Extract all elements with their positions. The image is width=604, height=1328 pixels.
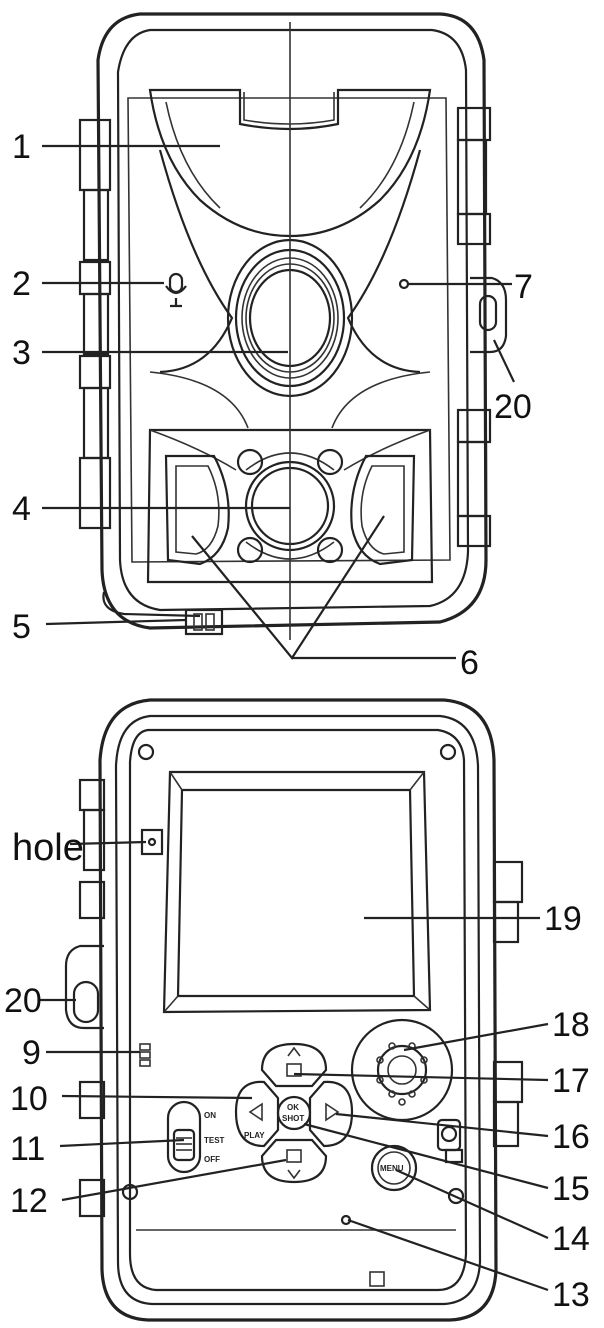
menu-button-label: MENU <box>380 1164 404 1173</box>
switch-off-label: OFF <box>204 1155 220 1164</box>
shot-label: SHOT <box>282 1114 304 1123</box>
callout-4: 4 <box>12 490 31 528</box>
callout-17: 17 <box>552 1062 590 1100</box>
callout-5: 5 <box>12 608 31 646</box>
callout-20-back: 20 <box>4 982 42 1020</box>
callout-2: 2 <box>12 265 31 303</box>
callout-18: 18 <box>552 1006 590 1044</box>
callout-14: 14 <box>552 1220 590 1258</box>
back-right-strap <box>492 860 524 1148</box>
callout-12: 12 <box>10 1182 48 1220</box>
callout-11: 11 <box>10 1130 45 1168</box>
screw-bottom-left <box>121 1183 139 1201</box>
play-label: PLAY <box>244 1131 265 1140</box>
callout-13: 13 <box>552 1276 590 1314</box>
callout-15: 15 <box>552 1170 590 1208</box>
front-left-strap <box>78 118 112 530</box>
power-switch[interactable]: ON TEST OFF <box>166 1100 225 1174</box>
callout-hole: hole <box>12 827 84 869</box>
callout-19: 19 <box>544 900 582 938</box>
dpad-up-button[interactable] <box>260 1042 328 1088</box>
lcd-screen <box>162 770 432 1014</box>
callout-9: 9 <box>22 1034 41 1072</box>
battery-indicator <box>139 1043 151 1067</box>
back-housing-outer <box>98 698 498 1322</box>
navigation-dpad: PLAY OK SHOT <box>234 1042 354 1184</box>
ok-label: OK <box>287 1103 299 1112</box>
usb-port <box>436 1118 464 1164</box>
screw-bottom-right <box>447 1187 465 1205</box>
dpad-down-button[interactable] <box>260 1138 328 1184</box>
front-lock-loop <box>470 276 508 354</box>
callout-1: 1 <box>12 128 31 166</box>
back-lock-loop <box>64 944 104 1030</box>
menu-button[interactable]: MENU <box>370 1144 418 1192</box>
ir-lamp-left <box>164 454 230 566</box>
light-sensor <box>398 278 410 290</box>
lock-hole <box>72 980 100 1024</box>
front-right-strap <box>456 106 492 548</box>
ok-shot-button[interactable] <box>276 1095 312 1131</box>
switch-on-label: ON <box>204 1111 216 1120</box>
callout-6: 6 <box>460 644 479 682</box>
front-view: 1 2 3 4 5 6 7 20 <box>12 12 533 682</box>
back-left-strap <box>78 778 106 1218</box>
front-housing-inner <box>116 28 470 612</box>
speaker-grille <box>350 1018 454 1122</box>
callout-20-front: 20 <box>494 388 532 426</box>
callout-3: 3 <box>12 334 31 372</box>
front-housing-outer <box>96 12 488 630</box>
ir-led-panel <box>148 88 432 238</box>
ir-lamp-right <box>350 454 416 566</box>
back-view: MENU PLAY OK SHOT ON T <box>4 698 590 1322</box>
callout-10: 10 <box>10 1080 48 1118</box>
dpad-left-button[interactable] <box>234 1080 280 1148</box>
back-housing-inner <box>114 714 482 1306</box>
callout-16: 16 <box>552 1118 590 1156</box>
switch-test-label: TEST <box>204 1136 225 1145</box>
microphone-icon <box>165 272 187 308</box>
callout-7: 7 <box>514 268 533 306</box>
bottom-latch <box>102 591 224 636</box>
